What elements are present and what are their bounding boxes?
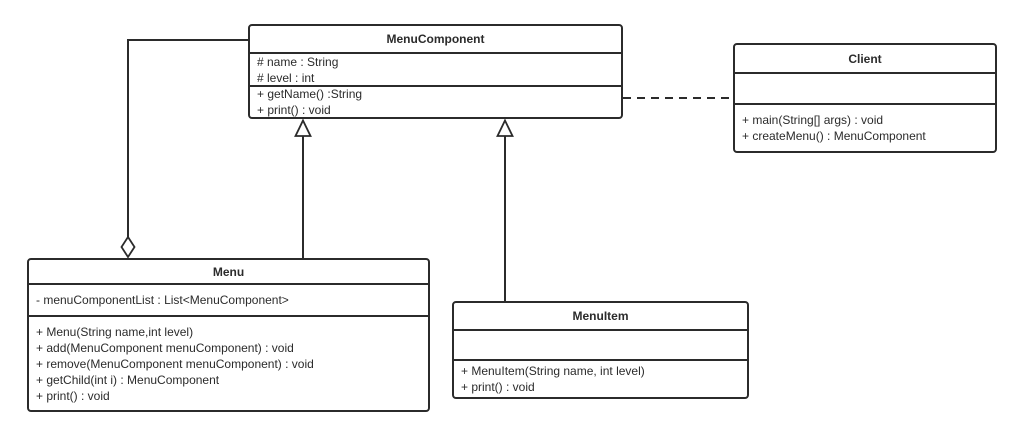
method-row: + print() : void [461,380,535,394]
class-menucomponent[interactable]: MenuComponent # name : String # level : … [248,24,623,119]
method-row: + remove(MenuComponent menuComponent) : … [36,356,314,371]
method-row: + getChild(int i) : MenuComponent [36,372,220,387]
class-client-title: Client [735,45,995,74]
method-row: + getName() :String [257,87,363,101]
attribute-row: - menuComponentList : List<MenuComponent… [36,293,289,307]
aggregation-connector[interactable] [127,39,250,237]
attribute-row: # name : String [257,54,339,69]
class-menucomponent-methods: + getName() :String + print() : void [250,87,621,117]
class-client-attributes [735,74,995,105]
class-menu-title: Menu [29,260,428,285]
class-menu-methods: + Menu(String name,int level) + add(Menu… [29,317,428,410]
generalization-menu-arrowhead-icon [294,118,312,137]
method-row: + main(String[] args) : void [742,113,884,127]
class-client[interactable]: Client + main(String[] args) : void + cr… [733,43,997,153]
class-menucomponent-title: MenuComponent [250,26,621,54]
class-menu[interactable]: Menu - menuComponentList : List<MenuComp… [27,258,430,412]
aggregation-diamond-icon [120,235,136,259]
method-row: + print() : void [257,103,331,117]
method-row: + print() : void [36,388,110,403]
generalization-menuitem-arrowhead-icon [496,118,514,137]
method-row: + MenuItem(String name, int level) [461,364,645,378]
class-menuitem[interactable]: MenuItem + MenuItem(String name, int lev… [452,301,749,399]
method-row: + add(MenuComponent menuComponent) : voi… [36,340,294,355]
attribute-row: # level : int [257,70,315,85]
class-menu-attributes: - menuComponentList : List<MenuComponent… [29,285,428,317]
class-menuitem-title: MenuItem [454,303,747,331]
method-row: + Menu(String name,int level) [36,324,194,339]
class-client-methods: + main(String[] args) : void + createMen… [735,105,995,151]
class-menucomponent-attributes: # name : String # level : int [250,54,621,87]
class-menuitem-attributes [454,331,747,361]
class-menuitem-methods: + MenuItem(String name, int level) + pri… [454,361,747,397]
method-row: + createMenu() : MenuComponent [742,129,926,143]
